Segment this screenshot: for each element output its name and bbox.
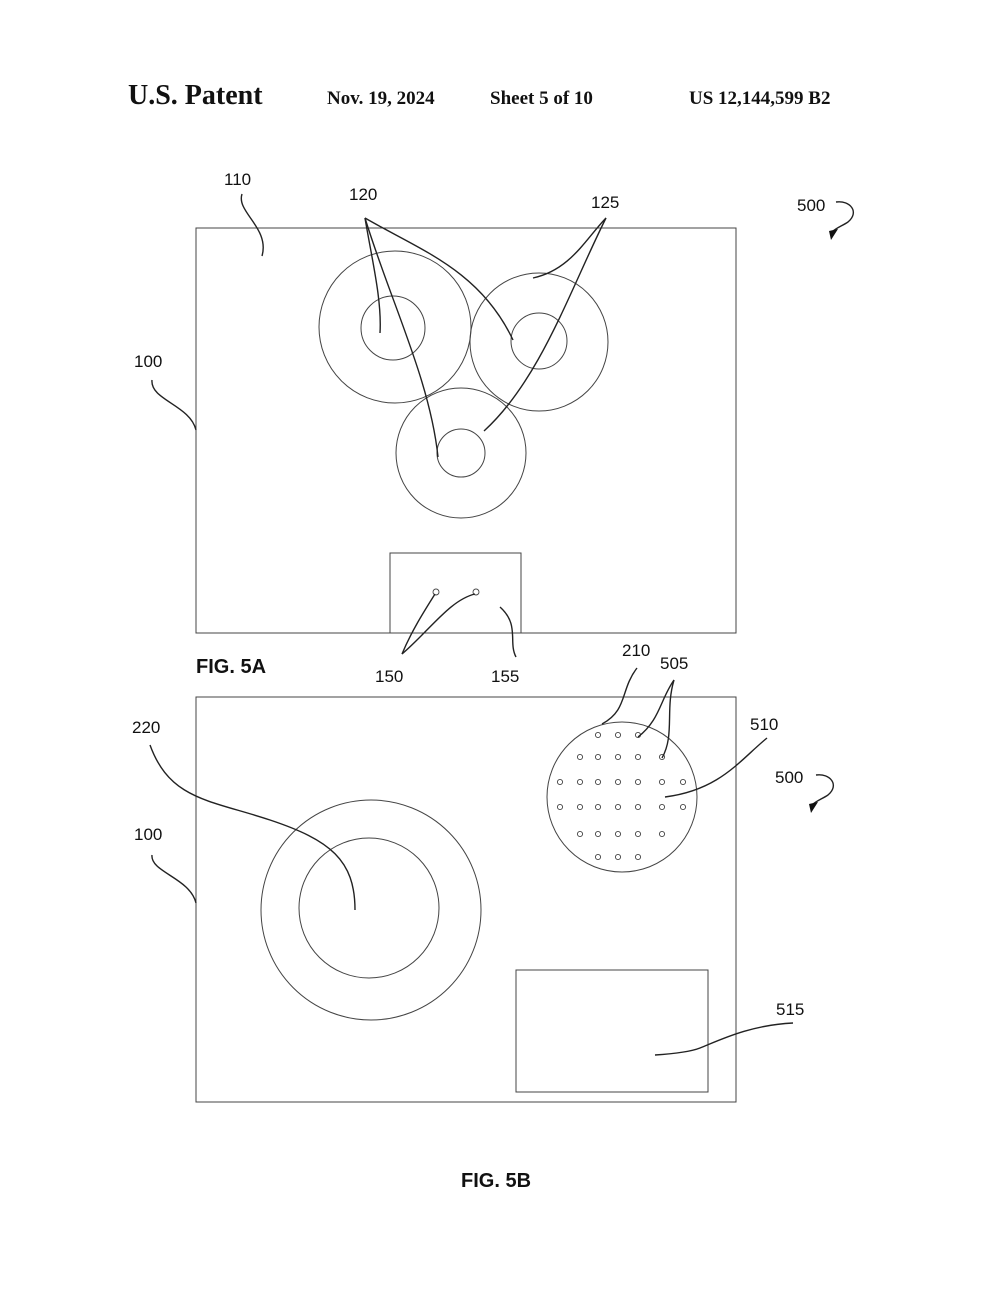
ref-220: 220	[132, 718, 160, 737]
vent-hole	[594, 853, 602, 861]
induction-inner	[298, 837, 440, 979]
vent-hole	[576, 753, 584, 761]
ref-500-bottom: 500	[775, 768, 803, 787]
vent-hole	[614, 753, 622, 761]
vent-hole	[576, 803, 584, 811]
patent-title: U.S. Patent	[128, 80, 263, 111]
vent-hole	[594, 803, 602, 811]
burner-inner-left	[360, 295, 426, 361]
leader-100-top	[151, 379, 197, 431]
vent-hole	[634, 753, 642, 761]
leader-515	[654, 1022, 794, 1056]
patent-date: Nov. 19, 2024	[327, 88, 435, 109]
ref-125: 125	[591, 193, 619, 212]
vent-hole	[576, 830, 584, 838]
vent-hole	[634, 778, 642, 786]
leader-125-a	[532, 217, 607, 279]
leader-120-c	[364, 217, 514, 341]
vent-hole	[594, 830, 602, 838]
leader-125-b	[483, 217, 607, 432]
ref-155: 155	[491, 667, 519, 686]
leader-210	[601, 667, 638, 725]
ref-100-bottom: 100	[134, 825, 162, 844]
vent-hole	[658, 778, 666, 786]
ref-505: 505	[660, 654, 688, 673]
burner-outer-left	[318, 250, 472, 404]
leader-510	[664, 737, 768, 798]
vent-hole	[594, 731, 602, 739]
figure-5a: 110 120 125 500 100 150 155 FIG. 5A	[134, 170, 854, 686]
vent-hole	[576, 778, 584, 786]
leader-155	[499, 606, 517, 658]
vent-hole	[556, 803, 564, 811]
vent-hole	[594, 753, 602, 761]
vent-hole	[679, 778, 687, 786]
vent-holes	[556, 731, 687, 861]
leader-120-b	[364, 217, 439, 458]
leader-150-b	[401, 593, 476, 655]
display-panel	[515, 969, 709, 1093]
device-body-5a	[195, 227, 737, 634]
leader-505-a	[637, 679, 675, 738]
leader-110	[240, 193, 264, 257]
perforated-plate	[546, 721, 698, 873]
leader-220	[149, 744, 356, 911]
ref-515: 515	[776, 1000, 804, 1019]
figure-5b: 210 505 510 220 500 100 515 FIG. 5B	[132, 641, 834, 1192]
leader-500-arrow-b	[811, 774, 834, 806]
ref-510: 510	[750, 715, 778, 734]
vent-hole	[634, 803, 642, 811]
ref-150: 150	[375, 667, 403, 686]
ref-120: 120	[349, 185, 377, 204]
vent-hole	[614, 778, 622, 786]
sheet-number: Sheet 5 of 10	[490, 88, 593, 109]
ref-110: 110	[224, 170, 251, 189]
caption-fig-5a: FIG. 5A	[196, 656, 266, 678]
burner-inner-bottom	[436, 428, 486, 478]
leader-100-bottom	[151, 854, 197, 904]
vent-hole	[614, 803, 622, 811]
vent-hole	[614, 731, 622, 739]
burner-outer-bottom	[395, 387, 527, 519]
vent-hole	[614, 853, 622, 861]
vent-hole	[658, 830, 666, 838]
control-panel	[389, 552, 522, 634]
ref-100-top: 100	[134, 352, 162, 371]
burner-outer-right	[469, 272, 609, 412]
burner-inner-right	[510, 312, 568, 370]
induction-outer	[260, 799, 482, 1021]
patent-number: US 12,144,599 B2	[689, 88, 831, 109]
arrowhead-500-top	[829, 229, 838, 240]
ref-500-top: 500	[797, 196, 825, 215]
vent-hole	[679, 803, 687, 811]
caption-fig-5b: FIG. 5B	[461, 1170, 531, 1192]
vent-hole	[658, 803, 666, 811]
leader-505-b	[661, 679, 675, 759]
knob-left	[432, 588, 440, 596]
ref-210: 210	[622, 641, 650, 660]
leader-150-a	[401, 593, 436, 655]
vent-hole	[614, 830, 622, 838]
vent-hole	[556, 778, 564, 786]
vent-hole	[634, 853, 642, 861]
leader-500-arrow	[831, 201, 854, 233]
arrowhead-500-bottom	[809, 802, 818, 813]
leader-120-a	[364, 217, 381, 334]
vent-hole	[634, 830, 642, 838]
device-body-5b	[195, 696, 737, 1103]
vent-hole	[594, 778, 602, 786]
